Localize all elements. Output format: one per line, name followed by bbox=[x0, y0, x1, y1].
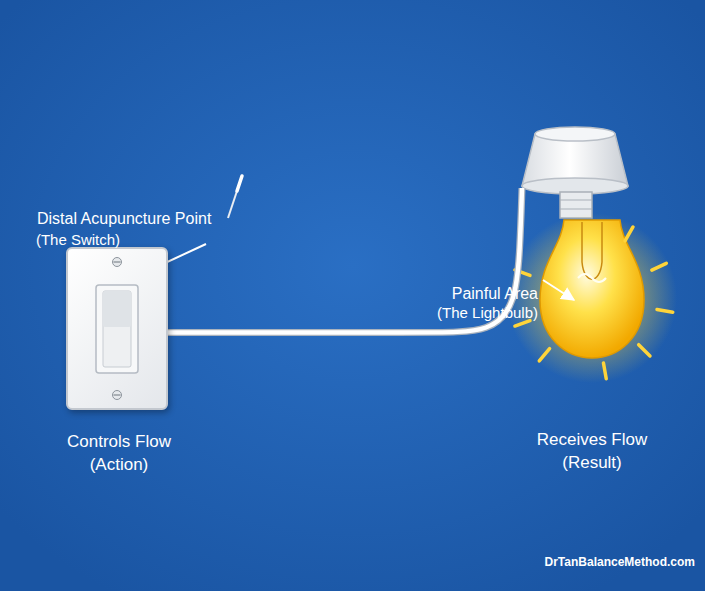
callout-label: (The Lightbulb) bbox=[437, 304, 538, 322]
watermark: DrTanBalanceMethod.com bbox=[545, 555, 695, 569]
switch-plate: Distal Acupuncture Point(The Switch)Cont… bbox=[66, 247, 168, 410]
ceiling-fixture bbox=[522, 127, 628, 218]
role-label: Controls Flow bbox=[67, 432, 171, 452]
callout-label: (The Switch) bbox=[36, 231, 120, 249]
role-label: (Action) bbox=[90, 455, 149, 475]
role-label: (Result) bbox=[562, 453, 622, 473]
switch-toggle bbox=[68, 249, 166, 408]
callout-label: Distal Acupuncture Point bbox=[37, 209, 211, 228]
role-label: Receives Flow bbox=[537, 430, 648, 450]
needle-icon bbox=[228, 176, 242, 218]
callout-label: Painful Area bbox=[452, 284, 538, 303]
lightbulb-node: Painful Area(The Lightbulb)Receives Flow… bbox=[522, 124, 647, 386]
leader-line bbox=[543, 280, 574, 300]
